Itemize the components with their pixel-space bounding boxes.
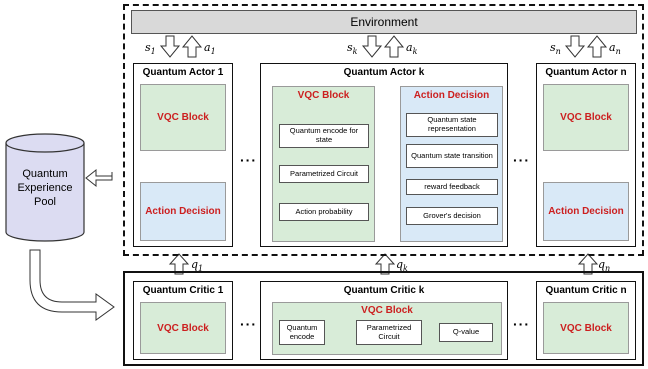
- ellipsis-actors-left: ···: [240, 152, 257, 168]
- actor-1-title: Quantum Actor 1: [142, 67, 224, 78]
- state-symbol: s: [347, 41, 353, 54]
- actor-n-vqc-block: VQC Block: [543, 84, 629, 151]
- action-index: n: [615, 47, 621, 57]
- state-action-label-1: s1: [145, 41, 165, 56]
- actor-k-action-title: Action Decision: [413, 90, 490, 101]
- action-index: 1: [210, 47, 216, 57]
- q-index: n: [605, 264, 611, 274]
- action-label-k: ak: [406, 41, 426, 56]
- critic-step-q-value: Q-value: [439, 323, 493, 342]
- q-label-n: qn: [598, 258, 610, 273]
- critic-1-title: Quantum Critic 1: [142, 285, 224, 296]
- q-symbol: q: [598, 258, 606, 271]
- step-action-probability: Action probability: [279, 203, 369, 221]
- q-symbol: q: [191, 258, 199, 271]
- ellipsis-actors-right: ···: [513, 152, 530, 168]
- actor-k-title: Quantum Actor k: [343, 67, 425, 78]
- actor-k-action-decision: Action Decision Quantum state representa…: [400, 86, 503, 242]
- action-symbol: a: [204, 41, 211, 54]
- state-label-k: sk: [347, 41, 367, 56]
- quantum-critic-k: Quantum Critic k VQC Block Quantum encod…: [260, 281, 508, 360]
- q-index: k: [403, 264, 408, 274]
- action-label-1: a1: [204, 41, 224, 56]
- critic-n-vqc-label: VQC Block: [560, 322, 612, 334]
- action-symbol: a: [406, 41, 413, 54]
- q-symbol: q: [396, 258, 404, 271]
- actor-1-action-label: Action Decision: [145, 206, 221, 217]
- step-quantum-encode: Quantum encode for state: [279, 124, 369, 148]
- quantum-actor-1: Quantum Actor 1 VQC Block Action Decisio…: [133, 63, 233, 247]
- experience-pool-cylinder: [5, 133, 85, 242]
- critic-1-vqc-label: VQC Block: [157, 322, 209, 334]
- action-arrow-n: [586, 35, 608, 58]
- actor-1-vqc-block: VQC Block: [140, 84, 226, 151]
- critic-step-quantum-encode: Quantum encode: [279, 320, 325, 345]
- critic-1-vqc-block: VQC Block: [140, 302, 226, 354]
- critic-step-parametrized-circuit: Parametrized Circuit: [356, 320, 422, 345]
- action-label-n: an: [609, 41, 629, 56]
- critic-k-vqc-block: VQC Block Quantum encode Parametrized Ci…: [272, 302, 502, 355]
- quantum-critic-1: Quantum Critic 1 VQC Block: [133, 281, 233, 360]
- pool-to-critic-arrow: [29, 249, 115, 321]
- state-arrow-n: [564, 35, 586, 58]
- critic-k-vqc-title: VQC Block: [361, 305, 413, 316]
- experience-pool-text: Quantum Experience Pool: [17, 167, 73, 209]
- state-index: 1: [150, 47, 156, 57]
- step-state-representation: Quantum state representation: [406, 113, 498, 137]
- quantum-critic-n: Quantum Critic n VQC Block: [536, 281, 636, 360]
- action-arrow-k: [383, 35, 405, 58]
- experience-pool-label: Quantum Experience Pool: [8, 160, 82, 216]
- actor-k-vqc-title: VQC Block: [297, 90, 350, 101]
- step-state-transition: Quantum state transition: [406, 144, 498, 168]
- environment-bar: Environment: [131, 10, 637, 34]
- actor-n-action-label: Action Decision: [548, 206, 624, 217]
- state-index: k: [352, 47, 358, 57]
- q-label-1: q1: [191, 258, 203, 273]
- step-grovers-decision: Grover's decision: [406, 207, 498, 225]
- action-symbol: a: [609, 41, 616, 54]
- state-symbol: s: [145, 41, 151, 54]
- actor-region: [123, 4, 644, 256]
- environment-label: Environment: [350, 15, 418, 29]
- q-label-k: qk: [396, 258, 408, 273]
- step-parametrized-circuit: Parametrized Circuit: [279, 165, 369, 183]
- step-reward-feedback: reward feedback: [406, 179, 498, 195]
- quantum-actor-k: Quantum Actor k VQC Block Quantum encode…: [260, 63, 508, 247]
- q-index: 1: [198, 264, 204, 274]
- critic-n-title: Quantum Critic n: [545, 285, 627, 296]
- actor-1-vqc-label: VQC Block: [157, 112, 209, 123]
- critic-region: [123, 271, 644, 366]
- state-arrow-k: [361, 35, 383, 58]
- critic-k-title: Quantum Critic k: [343, 285, 425, 296]
- state-index: n: [555, 47, 561, 57]
- state-label-n: sn: [550, 41, 570, 56]
- ellipsis-critics-right: ···: [513, 316, 530, 332]
- actor-n-action-decision: Action Decision: [543, 182, 629, 241]
- critic-n-vqc-block: VQC Block: [543, 302, 629, 354]
- actor-k-vqc-block: VQC Block Quantum encode for state Param…: [272, 86, 375, 242]
- actor-n-title: Quantum Actor n: [545, 67, 627, 78]
- ellipsis-critics-left: ···: [240, 316, 257, 332]
- state-arrow-1: [159, 35, 181, 58]
- actor-n-vqc-label: VQC Block: [560, 112, 612, 123]
- quantum-actor-n: Quantum Actor n VQC Block Action Decisio…: [536, 63, 636, 247]
- state-symbol: s: [550, 41, 556, 54]
- actor-1-action-decision: Action Decision: [140, 182, 226, 241]
- pool-input-arrow: [85, 168, 113, 188]
- action-index: k: [412, 47, 418, 57]
- action-arrow-1: [181, 35, 203, 58]
